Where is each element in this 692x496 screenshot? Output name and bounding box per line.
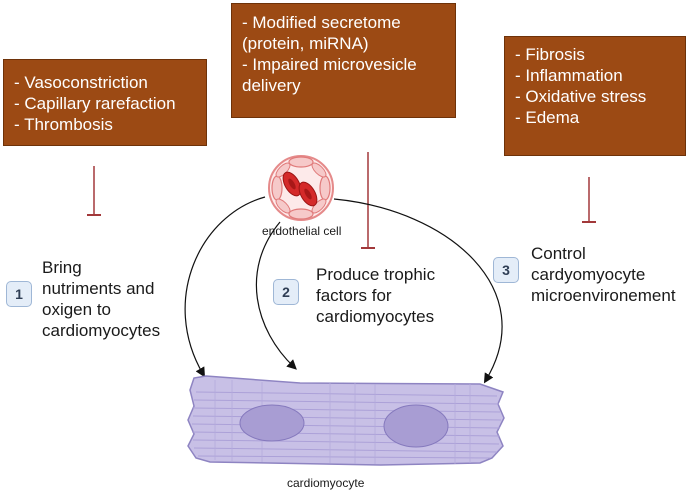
box-left-line: - Vasoconstriction (14, 73, 148, 92)
box-middle-line: - Modified secretome (242, 13, 401, 32)
step-1-text: Bring nutriments and oxigen to cardiomyo… (42, 257, 160, 341)
step-1-line: cardiomyocytes (42, 321, 161, 340)
box-middle-line: delivery (242, 76, 301, 95)
step-3-text: Control cardyomyocyte microenvironement (531, 243, 676, 306)
inhibitor-middle (361, 152, 375, 249)
step-3-line: Control (531, 244, 586, 263)
box-right-line: - Fibrosis (515, 45, 585, 64)
arrow-to-cardiomyocyte-2 (255, 221, 297, 370)
step-2-line: cardiomyocytes (316, 307, 435, 326)
step-1-badge: 1 (6, 281, 32, 307)
arrow-to-cardiomyocyte-1 (184, 196, 266, 378)
nucleus-left (239, 404, 305, 442)
box-right-line: - Oxidative stress (515, 87, 647, 106)
box-middle-line: (protein, miRNA) (242, 34, 369, 53)
cardiomyocyte-label: cardiomyocyte (287, 476, 365, 490)
step-3-line: cardyomyocyte (531, 265, 646, 284)
nucleus-right (383, 404, 449, 448)
box-left-line: - Thrombosis (14, 115, 113, 134)
inhibitor-left (87, 166, 101, 216)
step-2-text: Produce trophic factors for cardiomyocyt… (316, 264, 435, 327)
step-3-badge: 3 (493, 257, 519, 283)
step-2-line: factors for (316, 286, 392, 305)
step-1-line: Bring (42, 258, 82, 277)
endothelial-cell-label: endothelial cell (262, 224, 342, 238)
step-3-line: microenvironement (531, 286, 676, 305)
box-middle-line: - Impaired microvesicle (242, 55, 417, 74)
inhibitor-right (582, 177, 596, 223)
cardiomyocyte-icon (187, 375, 505, 466)
arrow-to-cardiomyocyte-3 (333, 198, 503, 384)
endothelial-cell-icon (268, 155, 334, 221)
box-left-line: - Capillary rarefaction (14, 94, 176, 113)
box-right-line: - Inflammation (515, 66, 623, 85)
vascular-dysfunction-box: - Vasoconstriction - Capillary rarefacti… (3, 59, 207, 146)
box-right-line: - Edema (515, 108, 580, 127)
step-2-line: Produce trophic (316, 265, 436, 284)
step-1-line: oxigen to (42, 300, 111, 319)
secretome-dysfunction-box: - Modified secretome (protein, miRNA) - … (231, 3, 456, 118)
step-1-line: nutriments and (42, 279, 155, 298)
microenvironment-dysfunction-box: - Fibrosis - Inflammation - Oxidative st… (504, 36, 686, 156)
step-2-badge: 2 (273, 279, 299, 305)
